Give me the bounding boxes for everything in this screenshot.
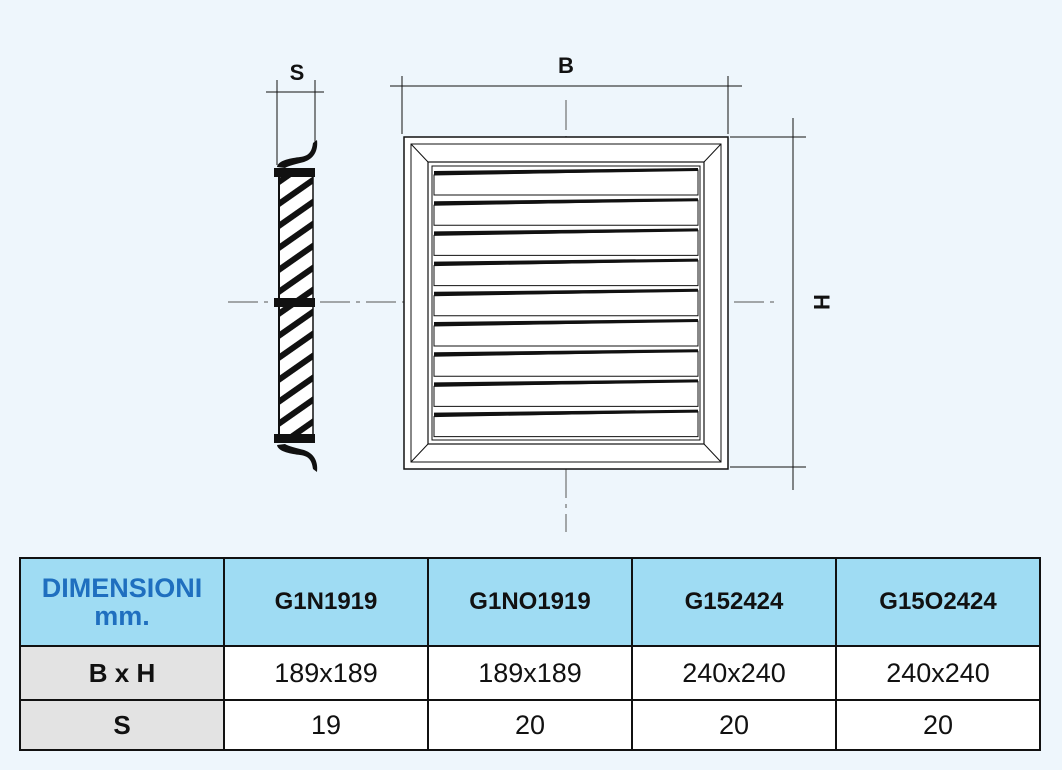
table-cell: 189x189: [223, 645, 429, 701]
table-cell: 19: [223, 699, 429, 751]
label-h: H: [809, 294, 834, 310]
header-title-line1: DIMENSIONI: [41, 573, 203, 603]
row-label: B x H: [19, 645, 225, 701]
table-header-title: DIMENSIONI mm.: [19, 557, 225, 647]
louver-slat-edge: [434, 349, 698, 357]
table-cell: 20: [631, 699, 837, 751]
model-header: G152424: [631, 557, 837, 647]
table-cell: 240x240: [835, 645, 1041, 701]
louver-slat-edge: [434, 168, 698, 175]
table-header-row: DIMENSIONI mm. G1N1919 G1NO1919 G152424 …: [19, 557, 1041, 647]
label-s: S: [290, 60, 305, 85]
table-row: S 19 20 20 20: [19, 699, 1041, 751]
louver-slat-edge: [434, 258, 698, 266]
label-b: B: [558, 53, 574, 78]
table-cell: 189x189: [427, 645, 633, 701]
grille-technical-drawing: S B H: [228, 53, 834, 532]
louver-slat-edge: [434, 319, 698, 326]
louver-slat-edge: [434, 379, 698, 387]
model-header: G1N1919: [223, 557, 429, 647]
model-header: G15O2424: [835, 557, 1041, 647]
row-label: S: [19, 699, 225, 751]
table-cell: 240x240: [631, 645, 837, 701]
table-cell: 20: [835, 699, 1041, 751]
louver-slats: [433, 168, 699, 438]
louver-slat-edge: [434, 228, 698, 236]
model-header: G1NO1919: [427, 557, 633, 647]
louver-slat-edge: [434, 288, 698, 296]
table-row: B x H 189x189 189x189 240x240 240x240: [19, 645, 1041, 701]
table-cell: 20: [427, 699, 633, 751]
dimension-b: [390, 76, 742, 134]
side-section-view: [274, 140, 318, 472]
dimensions-table: DIMENSIONI mm. G1N1919 G1NO1919 G152424 …: [19, 557, 1041, 751]
louver-slat-edge: [434, 198, 698, 206]
header-title-line2: mm.: [94, 601, 150, 631]
dimension-s: [266, 80, 324, 165]
louver-slat-edge: [434, 409, 698, 417]
dimension-h: [730, 118, 806, 490]
